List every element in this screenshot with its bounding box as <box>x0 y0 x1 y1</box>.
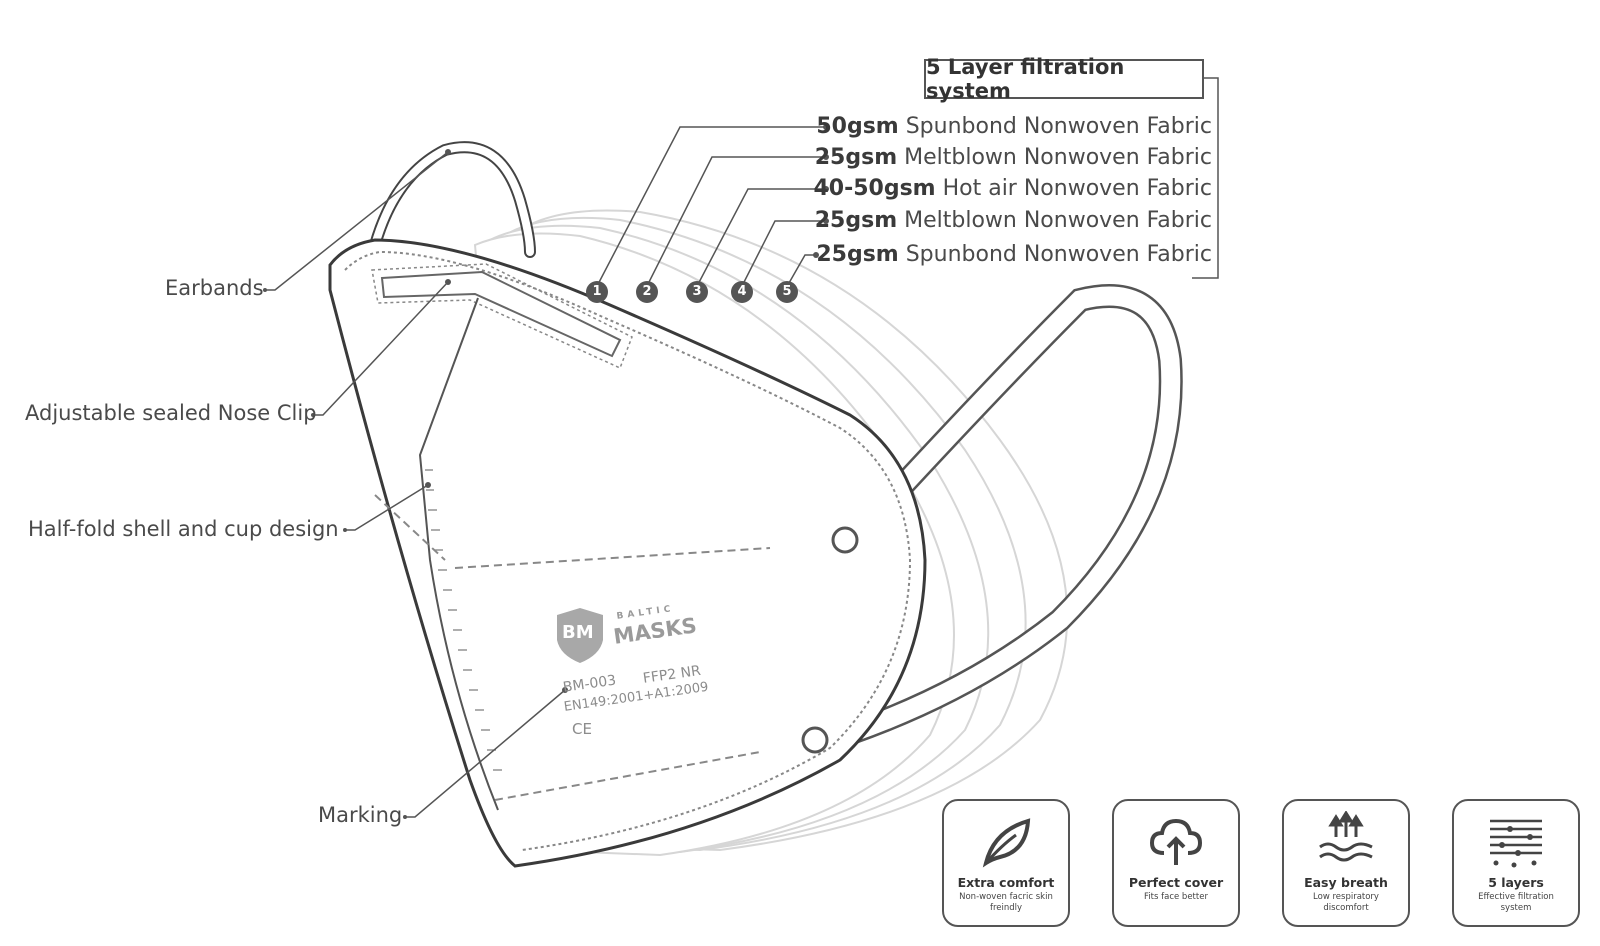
feature-perfect-cover: Perfect cover Fits face better <box>1112 799 1240 927</box>
feature-title: 5 layers <box>1488 875 1544 890</box>
callout-nose-clip: Adjustable sealed Nose Clip <box>25 401 317 425</box>
callout-earbands: Earbands <box>165 276 264 300</box>
layer-material: Spunbond Nonwoven Fabric <box>905 114 1212 139</box>
system-bracket <box>1192 77 1219 279</box>
ce-mark: CE <box>572 720 592 738</box>
callout-half-fold: Half-fold shell and cup design <box>28 517 339 541</box>
layer-badge: 1 <box>586 281 608 303</box>
layer-grade: 50gsm <box>816 114 899 139</box>
layer-leaders <box>594 126 826 291</box>
layer-badge: 3 <box>686 281 708 303</box>
feature-easy-breath: Easy breath Low respiratory discomfort <box>1282 799 1410 927</box>
layer-grade: 25gsm <box>816 242 899 267</box>
layer-badge: 2 <box>636 281 658 303</box>
layer-material: Meltblown Nonwoven Fabric <box>904 208 1212 233</box>
layer-line-4: 25gsm Meltblown Nonwoven Fabric <box>815 208 1212 233</box>
brand-shield-icon <box>557 608 603 663</box>
layers-icon <box>1490 819 1542 868</box>
feature-title: Easy breath <box>1304 875 1388 890</box>
feature-subtitle: Effective filtration system <box>1478 892 1554 913</box>
cloud-upload-icon <box>1149 818 1203 865</box>
logo-letters: BM <box>562 622 594 643</box>
waves-arrows-icon <box>1319 811 1373 862</box>
layer-grade: 25gsm <box>814 145 898 170</box>
feature-subtitle: Fits face better <box>1144 892 1208 902</box>
layer-line-1: 50gsm Spunbond Nonwoven Fabric <box>816 114 1212 139</box>
feature-extra-comfort: Extra comfort Non-woven facric skin frei… <box>942 799 1070 927</box>
layer-line-3: 40-50gsm Hot air Nonwoven Fabric <box>813 176 1212 201</box>
layer-line-5: 25gsm Spunbond Nonwoven Fabric <box>816 242 1212 267</box>
feature-subtitle: Non-woven facric skin freindly <box>959 892 1053 913</box>
layer-material: Spunbond Nonwoven Fabric <box>905 242 1212 267</box>
feature-title: Extra comfort <box>957 875 1055 890</box>
layer-badge: 4 <box>731 281 753 303</box>
feature-subtitle: Low respiratory discomfort <box>1313 892 1379 913</box>
center-fold <box>418 297 499 811</box>
leaf-icon <box>982 818 1031 868</box>
feature-5-layers: 5 layers Effective filtration system <box>1452 799 1580 927</box>
feature-title: Perfect cover <box>1128 875 1224 890</box>
system-title: 5 Layer filtration system <box>924 55 1204 103</box>
layer-grade: 40-50gsm <box>813 176 936 201</box>
layer-material: Hot air Nonwoven Fabric <box>942 176 1212 201</box>
layer-line-2: 25gsm Meltblown Nonwoven Fabric <box>815 145 1212 170</box>
nose-clip <box>380 270 622 358</box>
layer-grade: 25gsm <box>814 208 898 233</box>
callout-leaders <box>265 151 566 818</box>
layer-material: Meltblown Nonwoven Fabric <box>904 145 1212 170</box>
callout-marking: Marking <box>318 803 403 827</box>
layer-badge: 5 <box>776 281 798 303</box>
